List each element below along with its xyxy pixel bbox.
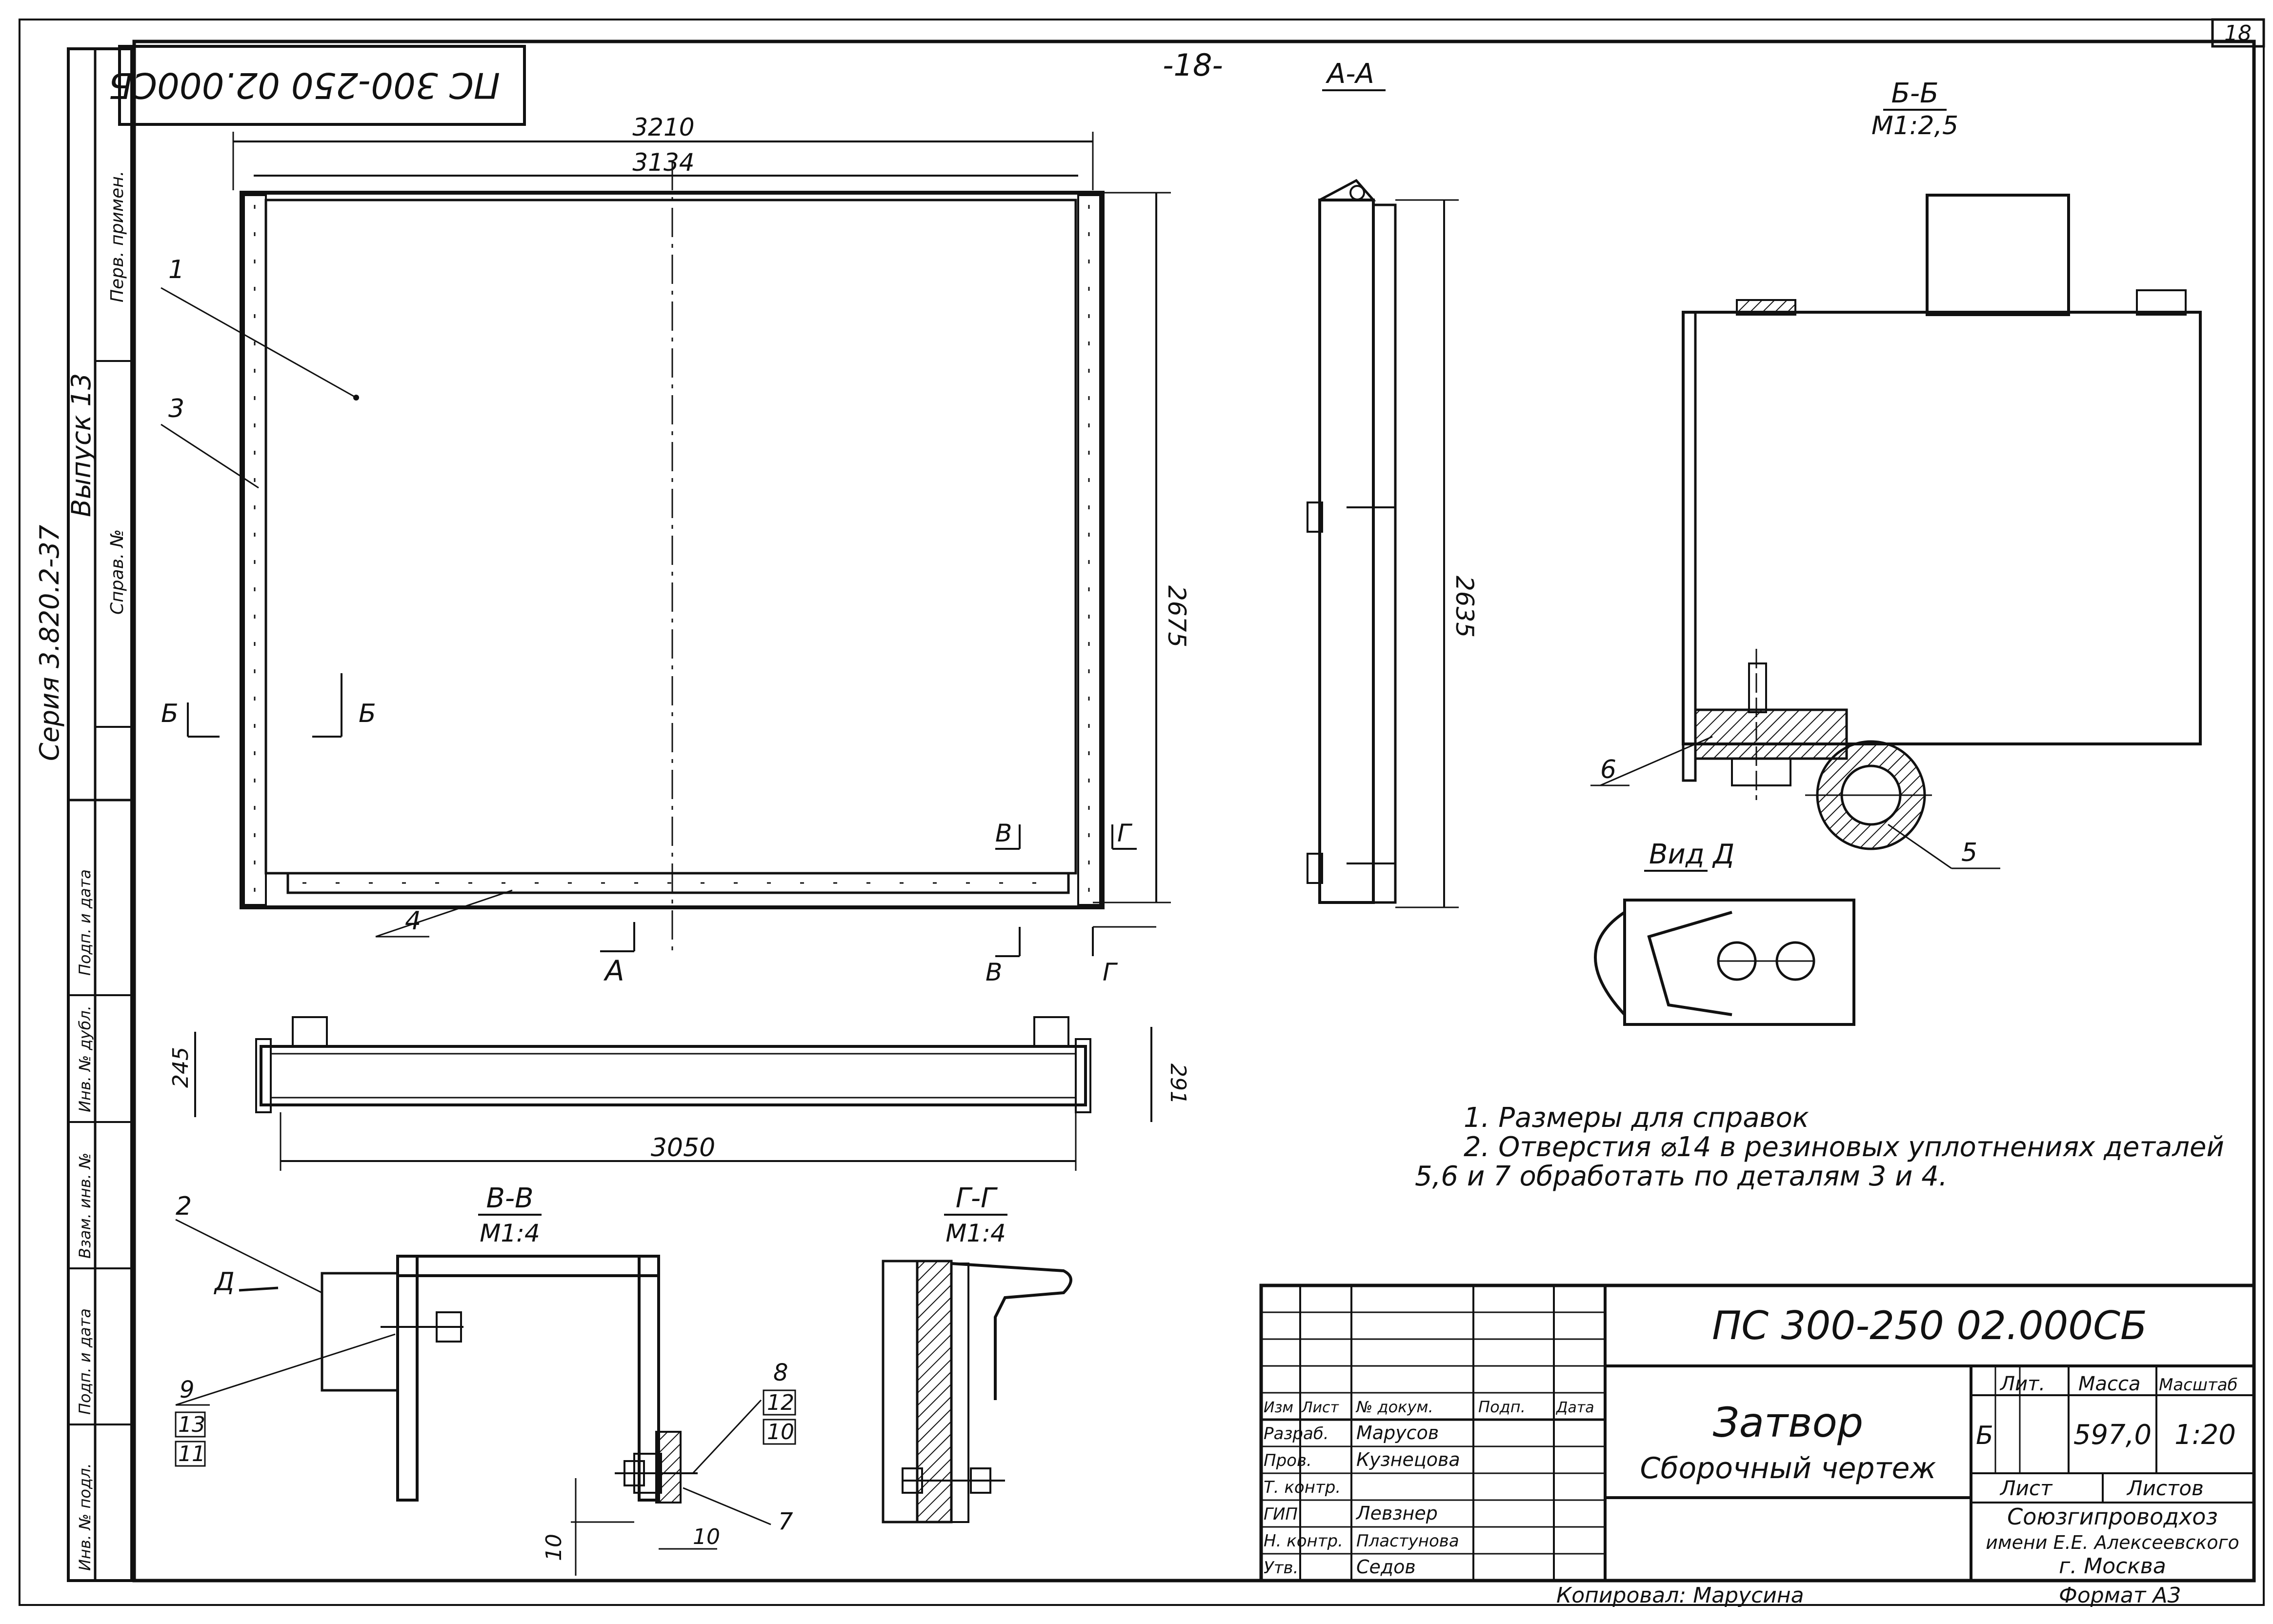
strip-inv-dubl: Инв. № дубл. <box>76 1005 94 1112</box>
page-center-number: -18- <box>1163 47 1223 83</box>
strip-sign-date-1: Подп. и дата <box>76 869 94 976</box>
tb-name-5: Седов <box>1356 1556 1416 1578</box>
leader-part-10: 10 <box>767 1420 794 1444</box>
tb-head-list: Лист <box>1301 1399 1340 1416</box>
leader-part-7: 7 <box>778 1508 793 1535</box>
tb-head-sign: Подп. <box>1478 1398 1526 1416</box>
tb-head-docnum: № докум. <box>1355 1398 1433 1416</box>
footer: Копировал: Марусина Формат А3 <box>1556 1583 2181 1608</box>
tb-head-izm: Изм <box>1264 1399 1293 1416</box>
leader-part-5: 5 <box>1961 838 1977 867</box>
tb-scale-value: 1:20 <box>2174 1419 2236 1451</box>
view-d: Вид Д <box>1594 839 1855 1026</box>
leader-part-12: 12 <box>767 1390 794 1415</box>
section-b-b-scale: М1:2,5 <box>1871 111 1958 140</box>
tb-col-lit: Лит. <box>1999 1373 2045 1395</box>
dim-front-height: 2675 <box>1163 585 1191 647</box>
dim-overall-width: 3210 <box>632 113 694 141</box>
leader-part-2: 2 <box>176 1192 192 1221</box>
series-label: Серия 3.820.2-37 <box>34 525 65 761</box>
section-b-b-title: Б-Б <box>1891 78 1938 109</box>
dim-gap-10-a: 10 <box>542 1534 566 1561</box>
tb-sheets-label: Листов <box>2126 1476 2204 1500</box>
tb-head-date: Дата <box>1555 1399 1594 1416</box>
tb-col-scale: Масштаб <box>2159 1375 2238 1395</box>
view-a-a: А-А 2635 <box>1307 58 1479 908</box>
leader-part-13: 13 <box>178 1412 205 1437</box>
first-used-label: Перв. примен. <box>107 171 127 302</box>
note-2: 2. Отверстия ⌀14 в резиновых уплотнениях… <box>1464 1131 2224 1163</box>
section-v-v: В-В М1:4 Д 2 9 13 11 8 12 10 7 10 <box>175 1183 796 1576</box>
tb-role-5: Утв. <box>1264 1558 1298 1578</box>
section-v-top: В <box>995 819 1012 847</box>
dim-inner-width: 3134 <box>632 148 694 177</box>
tb-role-3: ГИП <box>1264 1504 1298 1524</box>
section-b-b: Б-Б М1:2,5 6 5 <box>1590 78 2202 869</box>
tb-name-3: Левзнер <box>1355 1503 1438 1524</box>
strip-sign-date-2: Подп. и дата <box>76 1308 94 1415</box>
tb-role-2: Т. контр. <box>1264 1478 1341 1497</box>
tb-mass-value: 597,0 <box>2073 1419 2152 1451</box>
strip-inv-podl: Инв. № подл. <box>76 1463 94 1571</box>
front-view: 3210 3134 2675 1 3 4 Б <box>161 113 1191 987</box>
tb-col-mass: Масса <box>2078 1373 2141 1395</box>
leader-part-11: 11 <box>178 1442 205 1466</box>
section-v-v-title: В-В <box>486 1183 533 1214</box>
tb-designation: ПС 300-250 02.000СБ <box>1712 1303 2147 1348</box>
leader-part-8: 8 <box>773 1359 788 1386</box>
dim-gap-10-b: 10 <box>693 1524 720 1549</box>
section-v-bottom: В <box>986 958 1002 986</box>
tb-name-0: Марусов <box>1356 1422 1439 1444</box>
leader-part-9: 9 <box>180 1376 195 1403</box>
general-notes: 1. Размеры для справок 2. Отверстия ⌀14 … <box>1415 1102 2224 1192</box>
plan-view: 245 291 3050 <box>168 1016 1190 1171</box>
view-d-title: Вид Д <box>1649 839 1734 870</box>
section-g-g-title: Г-Г <box>956 1183 998 1214</box>
tb-org-1: Союзгипроводхоз <box>2007 1504 2218 1530</box>
rotated-designation-stamp: ПС 300-250 02.000СБ <box>108 45 526 126</box>
tb-drawing-name: Затвор <box>1713 1399 1863 1446</box>
issue-label: Выпуск 13 <box>66 373 97 517</box>
view-a-a-title: А-А <box>1326 58 1374 90</box>
tb-role-4: Н. контр. <box>1264 1531 1343 1551</box>
section-b-right: Б <box>359 699 376 728</box>
tb-org-3: г. Москва <box>2059 1554 2166 1579</box>
tb-name-1: Кузнецова <box>1356 1449 1460 1470</box>
note-3: 5,6 и 7 обработать по деталям 3 и 4. <box>1415 1161 1948 1192</box>
leader-part-3: 3 <box>168 394 184 423</box>
tb-role-0: Разраб. <box>1264 1424 1329 1444</box>
title-block: Изм Лист № докум. Подп. Дата Разраб. Про… <box>1259 1283 2256 1583</box>
corner-sheet-number: 18 <box>2224 21 2252 46</box>
section-g-g: Г-Г М1:4 <box>882 1183 1072 1524</box>
section-v-v-scale: М1:4 <box>480 1219 540 1247</box>
tb-org-2: имени Е.Е. Алексеевского <box>1986 1532 2239 1553</box>
footer-format: Формат А3 <box>2059 1583 2181 1608</box>
tb-name-4: Пластунова <box>1356 1531 1459 1551</box>
leader-part-6: 6 <box>1600 755 1616 784</box>
rotated-designation-text: ПС 300-250 02.000СБ <box>108 65 500 106</box>
section-g-g-scale: М1:4 <box>945 1219 1006 1247</box>
tb-sheet-label: Лист <box>1999 1476 2053 1500</box>
note-1: 1. Размеры для справок <box>1464 1102 1809 1134</box>
section-g-bottom: Г <box>1103 958 1118 986</box>
sheet-frame: 18 <box>19 18 2265 1606</box>
tb-lit-value: Б <box>1976 1421 1993 1450</box>
leader-part-1: 1 <box>168 255 184 284</box>
dim-plan-left-height: 245 <box>168 1047 193 1088</box>
dim-view-aa-height: 2635 <box>1450 576 1479 638</box>
leader-part-4: 4 <box>405 906 421 936</box>
footer-copied-by: Копировал: Марусина <box>1556 1583 1804 1608</box>
section-a-marker: А <box>603 954 624 987</box>
tb-doc-type: Сборочный чертеж <box>1640 1451 1936 1485</box>
tb-role-1: Пров. <box>1264 1451 1312 1470</box>
strip-vzam-inv: Взам. инв. № <box>76 1153 94 1259</box>
view-d-arrow-label: Д <box>214 1267 235 1297</box>
left-margin-strip: Серия 3.820.2-37 Выпуск 13 Перв. примен.… <box>34 47 133 1582</box>
ref-number-label: Справ. № <box>107 529 127 615</box>
dim-plan-width: 3050 <box>651 1133 715 1163</box>
dim-plan-right-height: 291 <box>1166 1063 1190 1104</box>
section-b-left: Б <box>161 699 179 728</box>
section-g-top: Г <box>1117 819 1133 847</box>
